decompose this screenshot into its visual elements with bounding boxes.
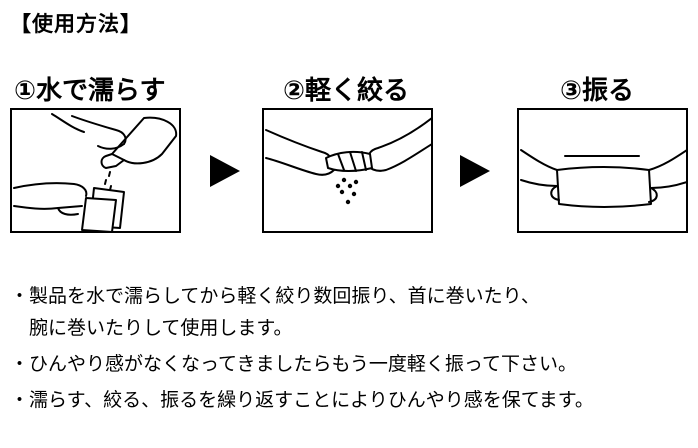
next-arrow-1-icon (210, 155, 240, 187)
step-3-panel (517, 108, 688, 233)
step-2-panel (262, 108, 433, 233)
note-line-2: 腕に巻いたりして使用します。 (29, 317, 293, 339)
step-1-title: ①水で濡らす (14, 76, 166, 106)
step-2-title: ②軽く絞る (283, 76, 410, 106)
next-arrow-2-icon (460, 155, 490, 187)
note-line-3: ・ひんやり感がなくなってきましたらもう一度軽く振って下さい。 (10, 353, 577, 375)
shake-cloth-illustration (520, 149, 686, 208)
note-line-1: ・製品を水で濡らしてから軽く絞り数回振り、首に巻いたり、 (10, 285, 540, 307)
wring-cloth-illustration (265, 117, 431, 205)
page-title: 【使用方法】 (10, 12, 142, 36)
step-1-panel (10, 108, 181, 233)
pour-water-illustration (13, 113, 178, 231)
step-3-title: ③振る (560, 76, 635, 106)
note-line-4: ・濡らす、絞る、振るを繰り返すことによりひんやり感を保てます。 (10, 389, 594, 411)
